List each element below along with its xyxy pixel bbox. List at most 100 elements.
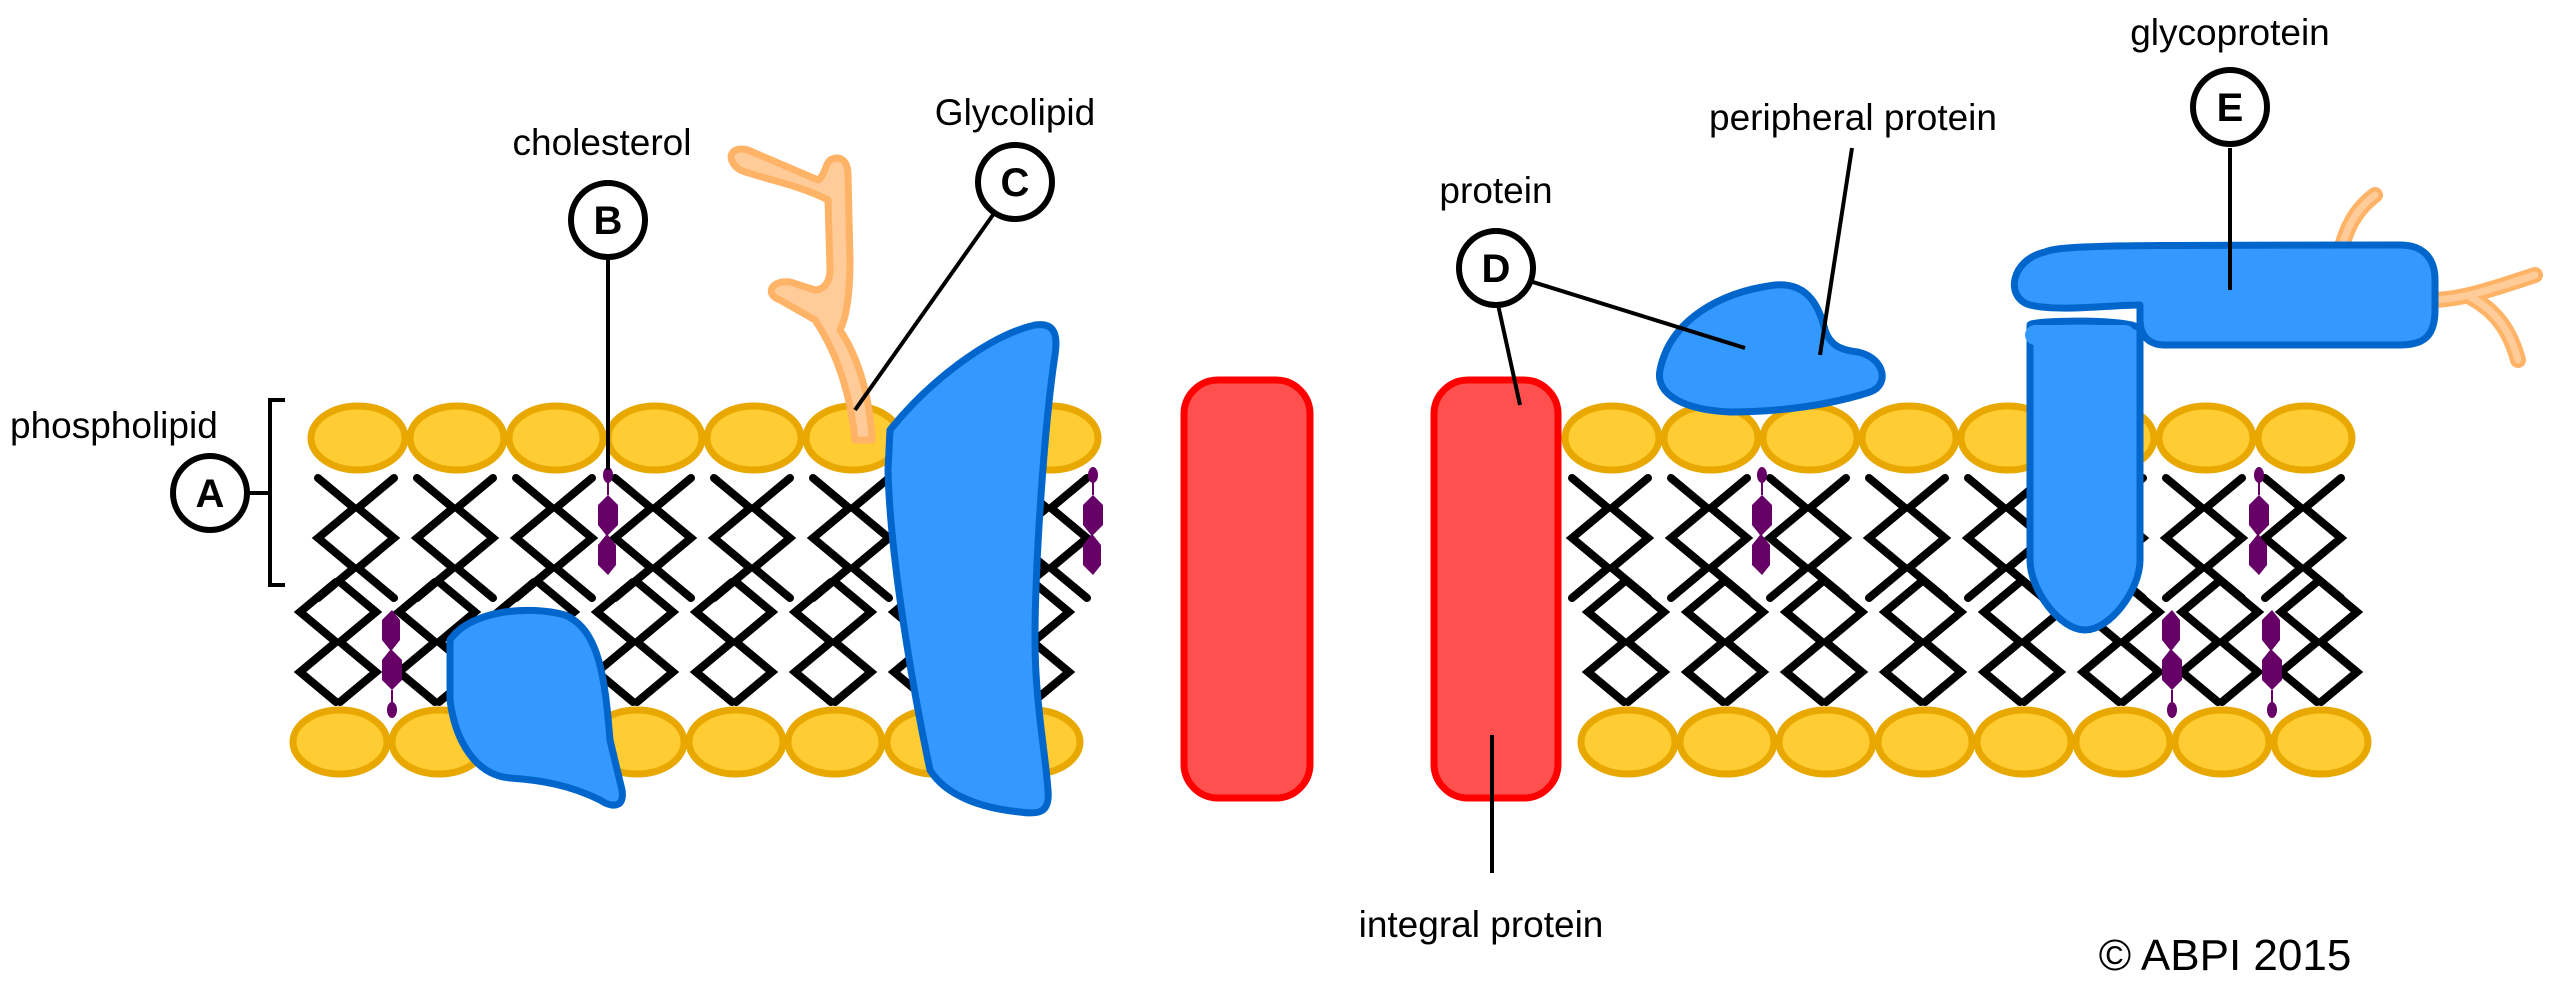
fatty-acid-tail (1621, 578, 1671, 706)
phosphate-head (784, 706, 886, 778)
marker-b-letter: B (594, 199, 623, 243)
fatty-acid-tail (1581, 578, 1631, 706)
protein-bottom-left (446, 606, 626, 809)
label-protein: protein (1439, 170, 1552, 211)
fatty-acid-tail (2258, 474, 2308, 602)
label-integral-protein: integral protein (1359, 904, 1604, 945)
phosphate-head (1759, 402, 1861, 474)
cholesterol-molecule (2262, 610, 2282, 718)
marker-e: E (2190, 67, 2270, 147)
protein-channel-left (884, 321, 1060, 817)
fatty-acid-tail (608, 474, 658, 602)
fatty-acid-tail (1803, 474, 1853, 602)
phosphate-head (1775, 706, 1877, 778)
fatty-acid-tail (450, 474, 500, 602)
phosphate-head (1973, 706, 2075, 778)
leader-lines (248, 147, 2232, 873)
cholesterol-molecules (382, 467, 2282, 718)
fatty-acid-tail (1720, 578, 1770, 706)
fatty-acid-tail (1862, 474, 1912, 602)
fatty-acid-tail (648, 474, 698, 602)
fatty-acid-tail (1918, 578, 1968, 706)
phosphate-head (1561, 402, 1663, 474)
label-glycolipid: Glycolipid (935, 92, 1095, 133)
fatty-acid-tail (828, 578, 878, 706)
fatty-acid-tail (1605, 474, 1655, 602)
phosphate-head (406, 402, 508, 474)
phosphate-head (2270, 706, 2372, 778)
fatty-acid-tail (2175, 578, 2225, 706)
fatty-acid-tail (549, 474, 599, 602)
fatty-acid-tail (1878, 578, 1928, 706)
marker-d-letter: D (1482, 247, 1511, 291)
fatty-acid-tail (509, 474, 559, 602)
phosphate-head (685, 706, 787, 778)
marker-a: A (170, 453, 250, 533)
marker-a-letter: A (196, 472, 225, 516)
fatty-acid-tail (1902, 474, 1952, 602)
fatty-acid-tail (1779, 578, 1829, 706)
phosphate-head (604, 402, 706, 474)
fatty-acid-tail (630, 578, 680, 706)
fatty-acid-tail (788, 578, 838, 706)
fatty-acid-tail (707, 474, 757, 602)
phosphate-head (505, 402, 607, 474)
fatty-acid-tail (2159, 474, 2209, 602)
phosphate-head (289, 706, 391, 778)
cholesterol-molecule (2249, 467, 2269, 575)
glycolipid-carbohydrate (727, 145, 876, 444)
label-glycoprotein: glycoprotein (2130, 12, 2330, 53)
cholesterol-molecule (2162, 610, 2182, 718)
fatty-acid-tail (846, 474, 896, 602)
fatty-acid-tail (351, 474, 401, 602)
phosphate-head (2171, 706, 2273, 778)
peripheral-protein-shape (1655, 281, 1886, 416)
fatty-acid-tail (410, 474, 460, 602)
phospholipid-bracket (268, 398, 285, 587)
fatty-acid-tail (1680, 578, 1730, 706)
leader-d-integral (1495, 299, 1522, 406)
phosphate-head (2155, 402, 2257, 474)
fatty-acid-tail (1044, 474, 1094, 602)
fatty-acid-tail (392, 578, 442, 706)
leader-c (853, 210, 997, 412)
copyright-notice: © ABPI 2015 (2099, 931, 2352, 980)
integral-protein-left (1180, 376, 1314, 802)
phosphate-head (2254, 402, 2356, 474)
phosphate-head (307, 402, 409, 474)
fatty-acid-tail (1704, 474, 1754, 602)
leader-d-protein (1519, 276, 1746, 350)
marker-b: B (568, 180, 648, 260)
cholesterol-molecule (1083, 467, 1103, 575)
phosphate-head (1858, 402, 1960, 474)
phosphate-head (1577, 706, 1679, 778)
phosphate-head (1660, 402, 1762, 474)
fatty-acid-tail (1819, 578, 1869, 706)
fatty-acid-tail (1565, 474, 1615, 602)
marker-e-letter: E (2217, 86, 2244, 130)
label-peripheral-protein: peripheral protein (1709, 97, 1997, 138)
fatty-acid-tail (689, 578, 739, 706)
fatty-acid-tail (806, 474, 856, 602)
label-cholesterol: cholesterol (513, 122, 692, 163)
fatty-acid-tail (2274, 578, 2324, 706)
cholesterol-molecule (598, 467, 618, 575)
marker-d: D (1456, 228, 1536, 308)
integral-protein-right (1430, 376, 1562, 802)
phosphate-head (1676, 706, 1778, 778)
leader-peripheral (1818, 147, 1854, 356)
fatty-acid-tail (747, 474, 797, 602)
phosphate-head (1874, 706, 1976, 778)
fatty-acid-tail (311, 474, 361, 602)
marker-c: C (975, 142, 1055, 222)
fatty-acid-tail (1977, 578, 2027, 706)
fatty-acid-tail (293, 578, 343, 706)
fatty-acid-tail (729, 578, 779, 706)
fatty-acid-tail (2314, 578, 2364, 706)
fatty-acid-tail (1763, 474, 1813, 602)
fatty-acid-tail (2215, 578, 2265, 706)
phosphate-head (703, 402, 805, 474)
cholesterol-molecule (382, 610, 402, 718)
cholesterol-molecule (1752, 467, 1772, 575)
